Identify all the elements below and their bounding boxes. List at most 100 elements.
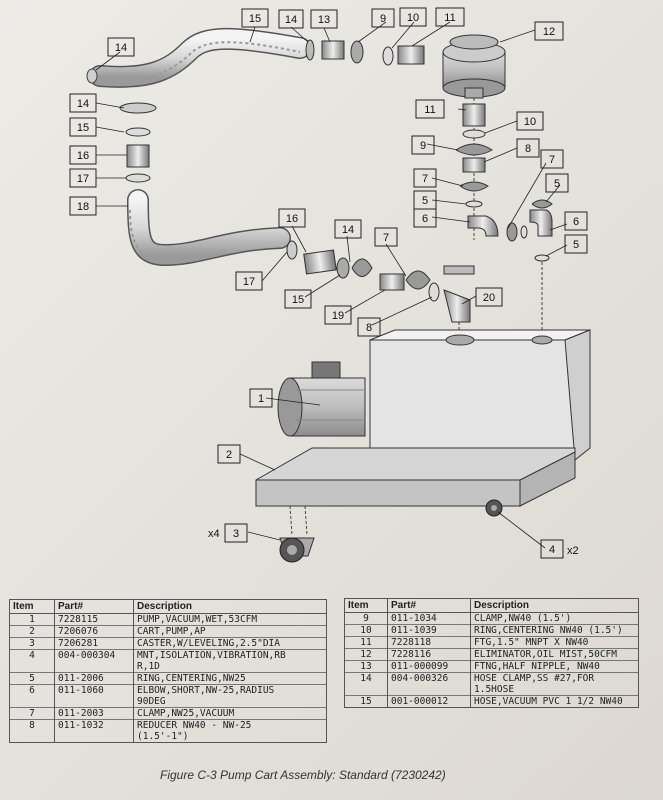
part-description: FTNG,HALF NIPPLE, NW40 xyxy=(470,660,639,673)
svg-text:14: 14 xyxy=(77,98,89,110)
callout-11: 11 xyxy=(435,7,465,27)
middle-fittings xyxy=(286,240,475,340)
svg-text:6: 6 xyxy=(573,216,579,228)
item-number: 4 xyxy=(9,649,55,673)
description-line: FTNG,HALF NIPPLE, NW40 xyxy=(474,661,600,672)
item-number: 12 xyxy=(344,648,388,661)
svg-text:7: 7 xyxy=(549,154,555,166)
callout-14: 14 xyxy=(107,37,135,57)
callout-9: 9 xyxy=(411,135,435,155)
svg-text:17: 17 xyxy=(243,276,255,288)
vacuum-pump xyxy=(277,329,591,471)
callout-7: 7 xyxy=(540,149,564,169)
col-part: Part# xyxy=(387,598,471,613)
callout-17: 17 xyxy=(69,168,97,188)
callout-15: 15 xyxy=(241,8,269,28)
part-number: 011-2006 xyxy=(54,672,134,685)
svg-text:3: 3 xyxy=(233,528,239,540)
callout-18: 18 xyxy=(69,196,97,216)
svg-text:18: 18 xyxy=(77,201,89,213)
part-number: 7206076 xyxy=(54,625,134,638)
description-line: FTG,1.5" MNPT X NW40 xyxy=(474,637,589,648)
callout-6: 6 xyxy=(413,208,437,228)
part-number: 7228118 xyxy=(387,636,471,649)
hose-top xyxy=(86,27,311,88)
svg-text:14: 14 xyxy=(115,42,127,54)
part-description: CART,PUMP,AP xyxy=(133,625,327,638)
description-line: ELBOW,SHORT,NW-25,RADIUS xyxy=(137,685,275,696)
svg-text:5: 5 xyxy=(573,239,579,251)
item-number: 5 xyxy=(9,672,55,685)
right-stack-fittings xyxy=(455,98,553,340)
part-number: 004-000304 xyxy=(54,649,134,673)
description-line: (1.5'-1") xyxy=(137,731,189,742)
description-line: CLAMP,NW40 (1.5') xyxy=(474,613,572,624)
svg-text:4: 4 xyxy=(549,544,555,556)
part-description: FTG,1.5" MNPT X NW40 xyxy=(470,636,639,649)
callout-5: 5 xyxy=(545,173,569,193)
part-description: RING,CENTERING NW40 (1.5') xyxy=(470,624,639,637)
description-line: CART,PUMP,AP xyxy=(137,626,206,637)
oil-mist-eliminator xyxy=(442,34,506,99)
part-number: 011-1032 xyxy=(54,719,134,743)
svg-text:15: 15 xyxy=(292,294,304,306)
callout-1: 1 xyxy=(249,388,273,408)
cart-frame xyxy=(255,447,576,536)
svg-text:9: 9 xyxy=(420,140,426,152)
callout-14: 14 xyxy=(334,219,362,239)
callout-10: 10 xyxy=(399,7,427,27)
qty-x2: x2 xyxy=(567,545,579,557)
part-description: PUMP,VACUUM,WET,53CFM xyxy=(133,613,327,626)
callout-7: 7 xyxy=(413,168,437,188)
item-number: 3 xyxy=(9,637,55,650)
callout-16: 16 xyxy=(69,145,97,165)
description-line: 1.5HOSE xyxy=(474,684,515,695)
part-number: 7206281 xyxy=(54,637,134,650)
svg-text:1: 1 xyxy=(258,393,264,405)
description-line: RING,CENTERING NW40 (1.5') xyxy=(474,625,623,636)
svg-text:8: 8 xyxy=(525,143,531,155)
callout-8: 8 xyxy=(516,138,540,158)
description-line: CASTER,W/LEVELING,2.5"DIA xyxy=(137,638,280,649)
part-description: CLAMP,NW25,VACUUM xyxy=(133,707,327,720)
callout-19: 19 xyxy=(324,305,352,325)
callout-boxes: 15 14 14 13 9 10 11 12 14 15 16 17 18 11… xyxy=(69,7,588,559)
callout-20: 20 xyxy=(475,287,503,307)
part-description: CLAMP,NW40 (1.5') xyxy=(470,612,639,625)
description-line: PUMP,VACUUM,WET,53CFM xyxy=(137,614,258,625)
col-item: Item xyxy=(344,598,388,613)
svg-text:19: 19 xyxy=(332,310,344,322)
svg-text:17: 17 xyxy=(77,173,89,185)
callout-7: 7 xyxy=(374,227,398,247)
col-item: Item xyxy=(9,599,55,614)
svg-text:11: 11 xyxy=(424,104,435,116)
callout-2: 2 xyxy=(217,444,241,464)
svg-text:7: 7 xyxy=(383,232,389,244)
part-number: 011-1039 xyxy=(387,624,471,637)
svg-text:7: 7 xyxy=(422,173,428,185)
pump-cart-exploded-diagram: 15 14 14 13 9 10 11 12 14 15 16 17 18 11… xyxy=(69,7,591,563)
figure-caption: Figure C-3 Pump Cart Assembly: Standard … xyxy=(160,768,446,782)
col-part: Part# xyxy=(54,599,134,614)
callout-17: 17 xyxy=(235,271,263,291)
description-line: R,1D xyxy=(137,661,160,672)
item-number: 6 xyxy=(9,684,55,708)
callout-4: 4 xyxy=(540,539,564,559)
hose-left xyxy=(119,102,291,267)
callout-9: 9 xyxy=(371,8,395,28)
callout-15: 15 xyxy=(284,289,312,309)
part-number: 001-000012 xyxy=(387,695,471,708)
description-line: HOSE CLAMP,SS #27,FOR xyxy=(474,673,595,684)
